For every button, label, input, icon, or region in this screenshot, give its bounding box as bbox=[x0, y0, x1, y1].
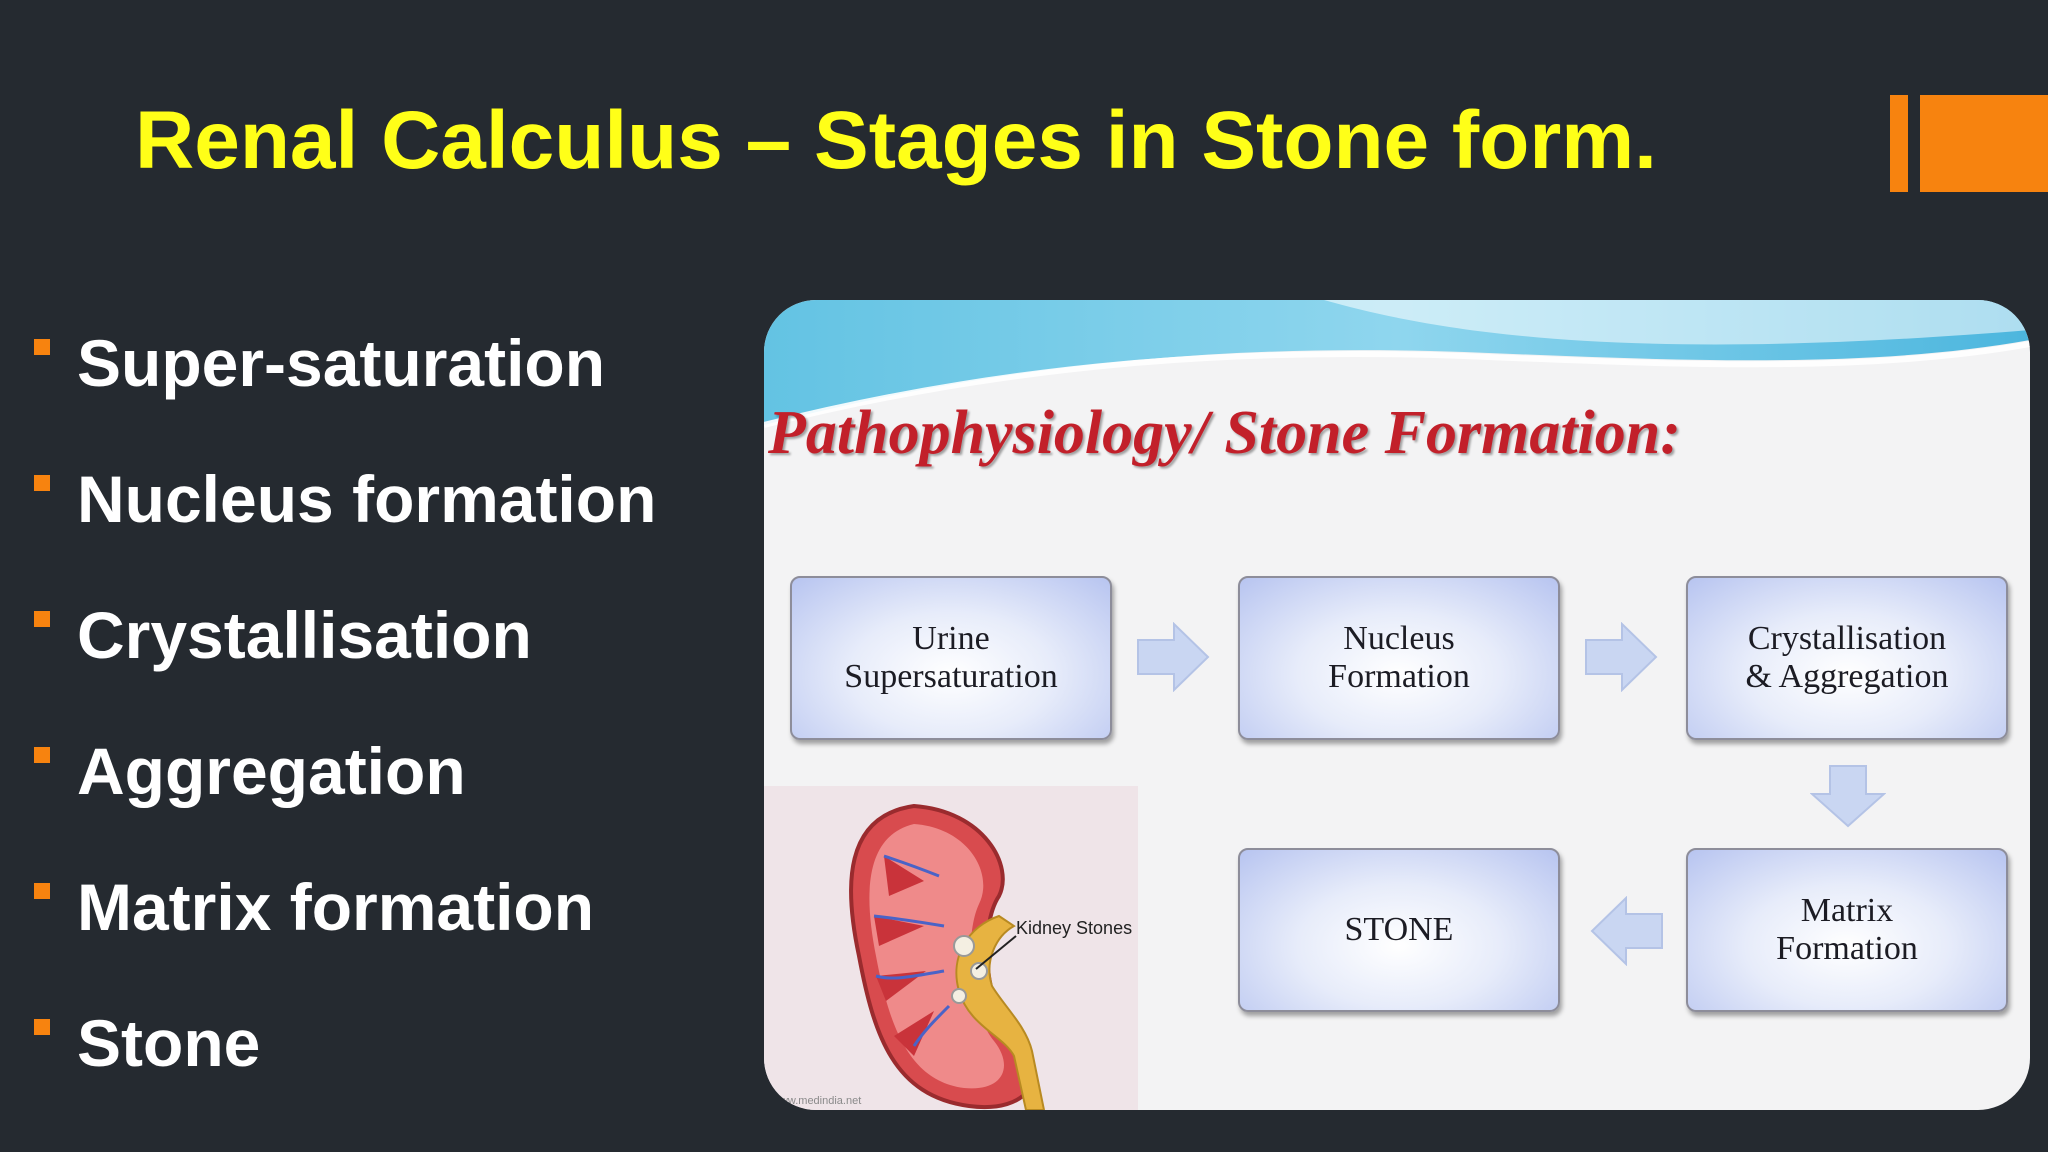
arrow-right-icon bbox=[1585, 622, 1658, 692]
step-box-urine-supersaturation: Urine Supersaturation bbox=[790, 576, 1112, 740]
diagram-heading: Pathophysiology/ Stone Formation: bbox=[768, 399, 1681, 467]
wave-header-graphic bbox=[764, 300, 2030, 428]
bullet-list: Super-saturation Nucleus formation Cryst… bbox=[30, 315, 656, 1131]
bullet-text: Crystallisation bbox=[77, 598, 532, 672]
bullet-text: Stone bbox=[77, 1006, 261, 1080]
bullet-text: Nucleus formation bbox=[77, 462, 657, 536]
bullet-item: Crystallisation bbox=[30, 587, 656, 723]
square-bullet-icon bbox=[34, 747, 50, 763]
square-bullet-icon bbox=[34, 611, 50, 627]
bullet-item: Matrix formation bbox=[30, 859, 656, 995]
step-box-nucleus-formation: Nucleus Formation bbox=[1238, 576, 1560, 740]
step-box-stone: STONE bbox=[1238, 848, 1560, 1012]
step-box-crystallisation-aggregation: Crystallisation & Aggregation bbox=[1686, 576, 2008, 740]
bullet-item: Aggregation bbox=[30, 723, 656, 859]
kidney-illustration: Kidney Stones www.medindia.net bbox=[764, 786, 1138, 1110]
accent-bar-thin bbox=[1890, 95, 1908, 192]
bullet-item: Nucleus formation bbox=[30, 451, 656, 587]
image-watermark: www.medindia.net bbox=[771, 1095, 861, 1107]
square-bullet-icon bbox=[34, 475, 50, 491]
arrow-right-icon bbox=[1137, 622, 1210, 692]
step-box-matrix-formation: Matrix Formation bbox=[1686, 848, 2008, 1012]
square-bullet-icon bbox=[34, 883, 50, 899]
arrow-down-icon bbox=[1810, 765, 1886, 828]
diagram-panel: Pathophysiology/ Stone Formation: Urine … bbox=[764, 300, 2030, 1110]
bullet-text: Super-saturation bbox=[77, 326, 606, 400]
bullet-text: Aggregation bbox=[77, 734, 466, 808]
bullet-item: Super-saturation bbox=[30, 315, 656, 451]
arrow-left-icon bbox=[1590, 896, 1663, 966]
bullet-text: Matrix formation bbox=[77, 870, 595, 944]
kidney-stones-label: Kidney Stones bbox=[1016, 918, 1132, 938]
square-bullet-icon bbox=[34, 1019, 50, 1035]
bullet-item: Stone bbox=[30, 995, 656, 1131]
square-bullet-icon bbox=[34, 339, 50, 355]
slide-title: Renal Calculus – Stages in Stone form. bbox=[135, 95, 1657, 186]
accent-bar bbox=[1920, 95, 2048, 192]
